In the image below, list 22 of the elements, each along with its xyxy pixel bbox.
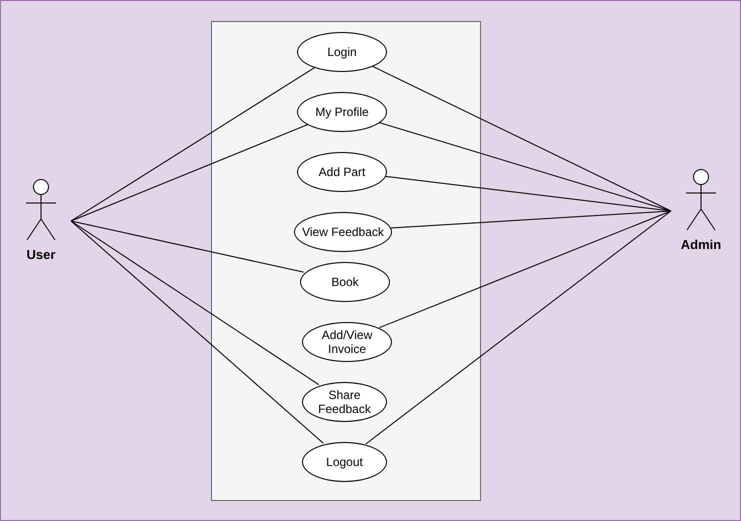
system-boundary — [211, 21, 481, 501]
association-line — [370, 65, 672, 212]
use-case-label: Share Feedback — [317, 388, 372, 416]
association-line — [70, 124, 308, 222]
association-line — [378, 122, 672, 212]
actor-label: Admin — [680, 237, 722, 252]
use-case-label: Login — [327, 45, 357, 59]
association-line — [378, 210, 672, 328]
actor-label: User — [26, 247, 56, 262]
use-case-label: Book — [331, 275, 359, 289]
use-case-label: Add/View Invoice — [320, 328, 374, 356]
use-case-label: Logout — [326, 455, 363, 469]
use-case-ellipse — [297, 92, 387, 132]
association-line — [70, 220, 320, 386]
association-line — [70, 66, 316, 222]
use-case-label: My Profile — [315, 105, 369, 119]
use-case-label: Add Part — [318, 165, 366, 179]
association-line — [70, 220, 304, 273]
use-case-label: View Feedback — [302, 225, 384, 239]
association-line — [365, 210, 672, 444]
association-line — [390, 210, 672, 229]
association-line — [70, 220, 324, 444]
